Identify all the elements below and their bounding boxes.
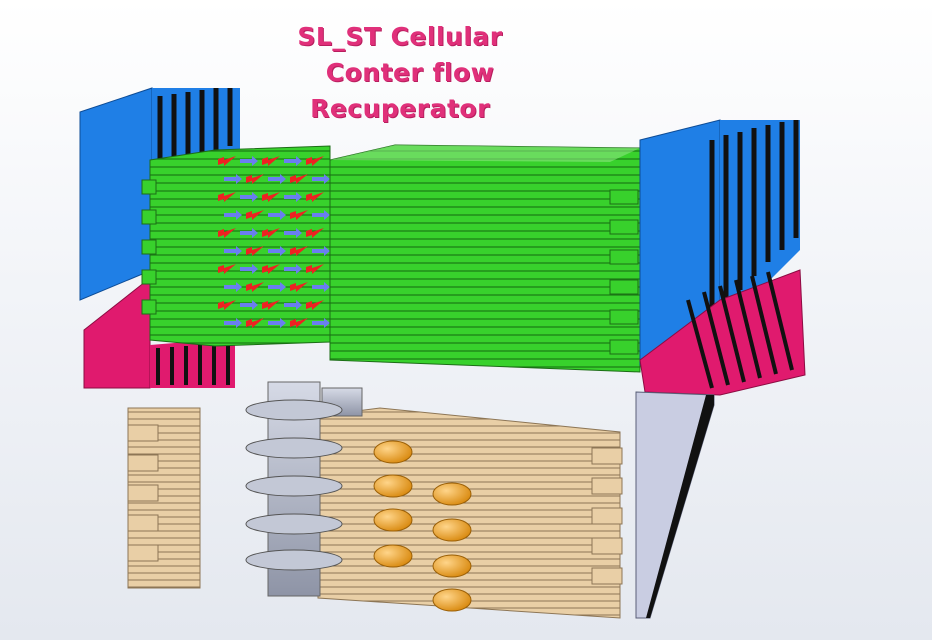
left-pink-manifold [83,276,235,389]
left-tan-plate-stack [127,407,201,589]
red-arrow-icon [246,318,264,328]
orange-spacer-discs [373,440,472,612]
red-arrow-icon [218,228,236,238]
blue-arrow-icon [312,246,330,256]
blue-arrow-icon [268,318,286,328]
blue-arrow-icon [268,174,286,184]
blue-arrow-icon [312,174,330,184]
red-arrow-icon [290,282,308,292]
orange-disc-icon [432,554,472,578]
tan-plate-stack [317,407,623,619]
red-arrow-icon [246,174,264,184]
gray-end-plate [635,391,715,619]
blue-arrow-icon [312,282,330,292]
red-arrow-icon [246,246,264,256]
blue-arrow-icon [312,318,330,328]
red-arrow-icon [306,228,324,238]
blue-arrow-icon [240,156,258,166]
red-arrow-icon [262,264,280,274]
red-arrow-icon [290,318,308,328]
right-pink-manifold [639,269,806,396]
flow-arrows [218,156,330,328]
blue-arrow-icon [312,210,330,220]
red-arrow-icon [262,228,280,238]
red-arrow-icon [306,156,324,166]
orange-disc-icon [432,588,472,612]
blue-arrow-icon [224,210,242,220]
blue-arrow-icon [284,264,302,274]
title-line-2: Conter flow [325,58,495,87]
blue-arrow-icon [224,282,242,292]
blue-arrow-icon [284,192,302,202]
blue-arrow-icon [224,174,242,184]
red-arrow-icon [290,210,308,220]
right-blue-manifold [639,119,800,366]
blue-arrow-icon [284,156,302,166]
red-arrow-icon [306,300,324,310]
red-arrow-icon [262,156,280,166]
red-arrow-icon [262,192,280,202]
orange-disc-icon [432,482,472,506]
right-green-core [329,144,641,373]
blue-arrow-icon [240,192,258,202]
orange-disc-icon [432,518,472,542]
title-line-3: Recuperator [310,94,490,123]
blue-arrow-icon [268,282,286,292]
red-arrow-icon [290,246,308,256]
blue-arrow-icon [240,228,258,238]
blue-arrow-icon [268,210,286,220]
red-arrow-icon [290,174,308,184]
red-arrow-icon [246,210,264,220]
red-arrow-icon [218,300,236,310]
orange-disc-icon [373,440,413,464]
blue-arrow-icon [224,246,242,256]
red-arrow-icon [306,192,324,202]
gray-cylinder-stack [245,381,363,597]
blue-arrow-icon [284,300,302,310]
blue-arrow-icon [240,300,258,310]
blue-arrow-icon [284,228,302,238]
blue-arrow-icon [240,264,258,274]
red-arrow-icon [306,264,324,274]
orange-disc-icon [373,474,413,498]
red-arrow-icon [218,264,236,274]
blue-arrow-icon [268,246,286,256]
orange-disc-icon [373,544,413,568]
red-arrow-icon [246,282,264,292]
title-line-1: SL_ST Cellular [297,22,503,51]
red-arrow-icon [218,192,236,202]
red-arrow-icon [218,156,236,166]
red-arrow-icon [262,300,280,310]
blue-arrow-icon [224,318,242,328]
orange-disc-icon [373,508,413,532]
